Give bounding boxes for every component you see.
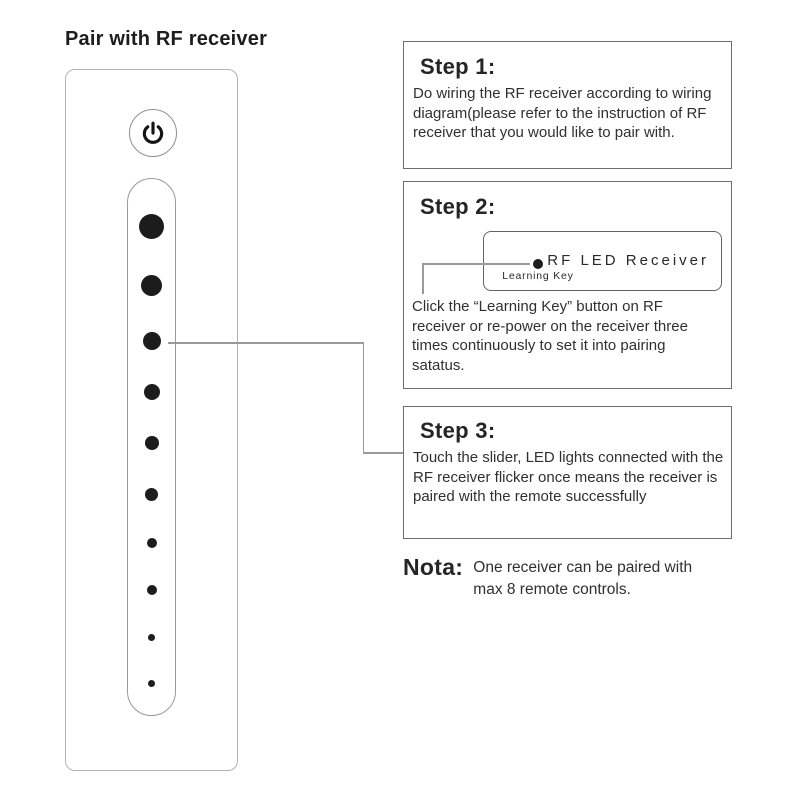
learning-key-button	[533, 259, 543, 269]
pointer-line-horizontal	[422, 263, 530, 265]
power-icon	[142, 121, 164, 144]
slider-dot	[143, 384, 160, 400]
step2-body: Click the “Learning Key” button on RF re…	[412, 298, 688, 374]
slider-dot	[141, 274, 162, 296]
slider-dot	[146, 585, 157, 595]
connector-line-vertical	[362, 342, 364, 453]
slider-dot	[145, 487, 158, 501]
rf-receiver-illustration: RF LED Receiver	[483, 231, 722, 291]
slider-dot	[142, 332, 161, 350]
note-label: Nota:	[403, 554, 464, 580]
slider-dot	[148, 679, 155, 687]
step1-box: Step 1: Do wiring the RF receiver accord…	[403, 41, 732, 169]
page-title: Pair with RF receiver	[65, 28, 268, 50]
learning-key-label: Learning Key	[502, 270, 574, 282]
step3-box: Step 3: Touch the slider, LED lights con…	[403, 406, 732, 539]
step2-title: Step 2:	[420, 194, 496, 219]
rf-receiver-label: RF LED Receiver	[547, 252, 709, 269]
slider-dot	[146, 538, 157, 548]
slider-dot	[144, 436, 159, 450]
pointer-line-vertical	[422, 263, 424, 294]
connector-line-horizontal-2	[362, 452, 404, 454]
step1-title: Step 1:	[420, 54, 496, 79]
power-button	[129, 109, 177, 157]
note: Nota: One receiver can be paired with ma…	[403, 552, 721, 601]
note-text: One receiver can be paired with max 8 re…	[473, 559, 693, 598]
slider-dot	[139, 213, 164, 239]
slider-dot	[148, 633, 155, 641]
connector-line-horizontal-1	[168, 342, 364, 344]
step3-body: Touch the slider, LED lights connected w…	[413, 449, 724, 505]
step3-title: Step 3:	[420, 418, 496, 443]
step1-body: Do wiring the RF receiver according to w…	[413, 85, 712, 141]
